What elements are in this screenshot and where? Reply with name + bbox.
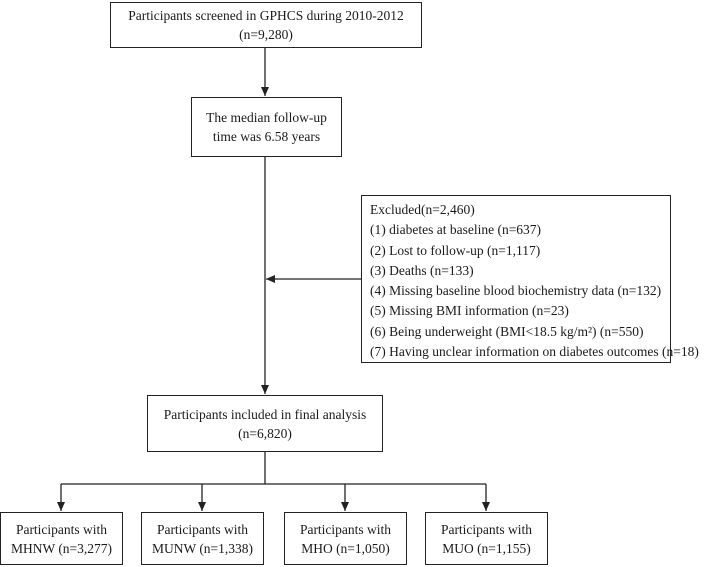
excluded-item-unclear-outcomes: (7) Having unclear information on diabet… — [370, 344, 699, 360]
excluded-item-diabetes-baseline: (1) diabetes at baseline (n=637) — [370, 222, 542, 238]
excluded-item-missing-bmi: (5) Missing BMI information (n=23) — [370, 303, 569, 319]
screened-participants-box: Participants screened in GPHCS during 20… — [110, 2, 422, 48]
group-box-muo: Participants with MUO (n=1,155) — [425, 512, 548, 565]
group-count: MHO (n=1,050) — [301, 540, 390, 556]
excluded-item-lost-followup: (2) Lost to follow-up (n=1,117) — [370, 242, 541, 258]
followup-line-1: The median follow-up — [206, 110, 327, 125]
group-label: Participants with — [15, 521, 108, 537]
group-box-mhnw: Participants with MHNW (n=3,277) — [0, 512, 123, 565]
final-analysis-box: Participants included in final analysis … — [147, 395, 383, 452]
group-box-munw: Participants with MUNW (n=1,338) — [141, 512, 264, 565]
group-count: MHNW (n=3,277) — [10, 540, 113, 556]
group-count: MUNW (n=1,338) — [151, 540, 254, 556]
group-count: MUO (n=1,155) — [442, 540, 531, 556]
excluded-item-missing-biochemistry: (4) Missing baseline blood biochemistry … — [370, 283, 662, 299]
group-label: Participants with — [156, 521, 249, 537]
screened-title: Participants screened in GPHCS during 20… — [128, 8, 404, 23]
final-title: Participants included in final analysis — [163, 406, 367, 422]
excluded-title: Excluded(n=2,460) — [370, 202, 475, 217]
final-count: (n=6,820) — [238, 425, 292, 441]
screened-count: (n=9,280) — [239, 27, 293, 42]
excluded-item-deaths: (3) Deaths (n=133) — [370, 262, 474, 278]
group-label: Participants with — [299, 521, 392, 537]
group-label: Participants with — [440, 521, 533, 537]
followup-line-2: time was 6.58 years — [212, 129, 321, 144]
excluded-item-underweight: (6) Being underweight (BMI<18.5 kg/m²) (… — [370, 323, 644, 339]
followup-box: The median follow-up time was 6.58 years — [191, 97, 342, 157]
group-box-mho: Participants with MHO (n=1,050) — [284, 512, 407, 565]
excluded-box: Excluded(n=2,460) (1) diabetes at baseli… — [361, 195, 699, 363]
